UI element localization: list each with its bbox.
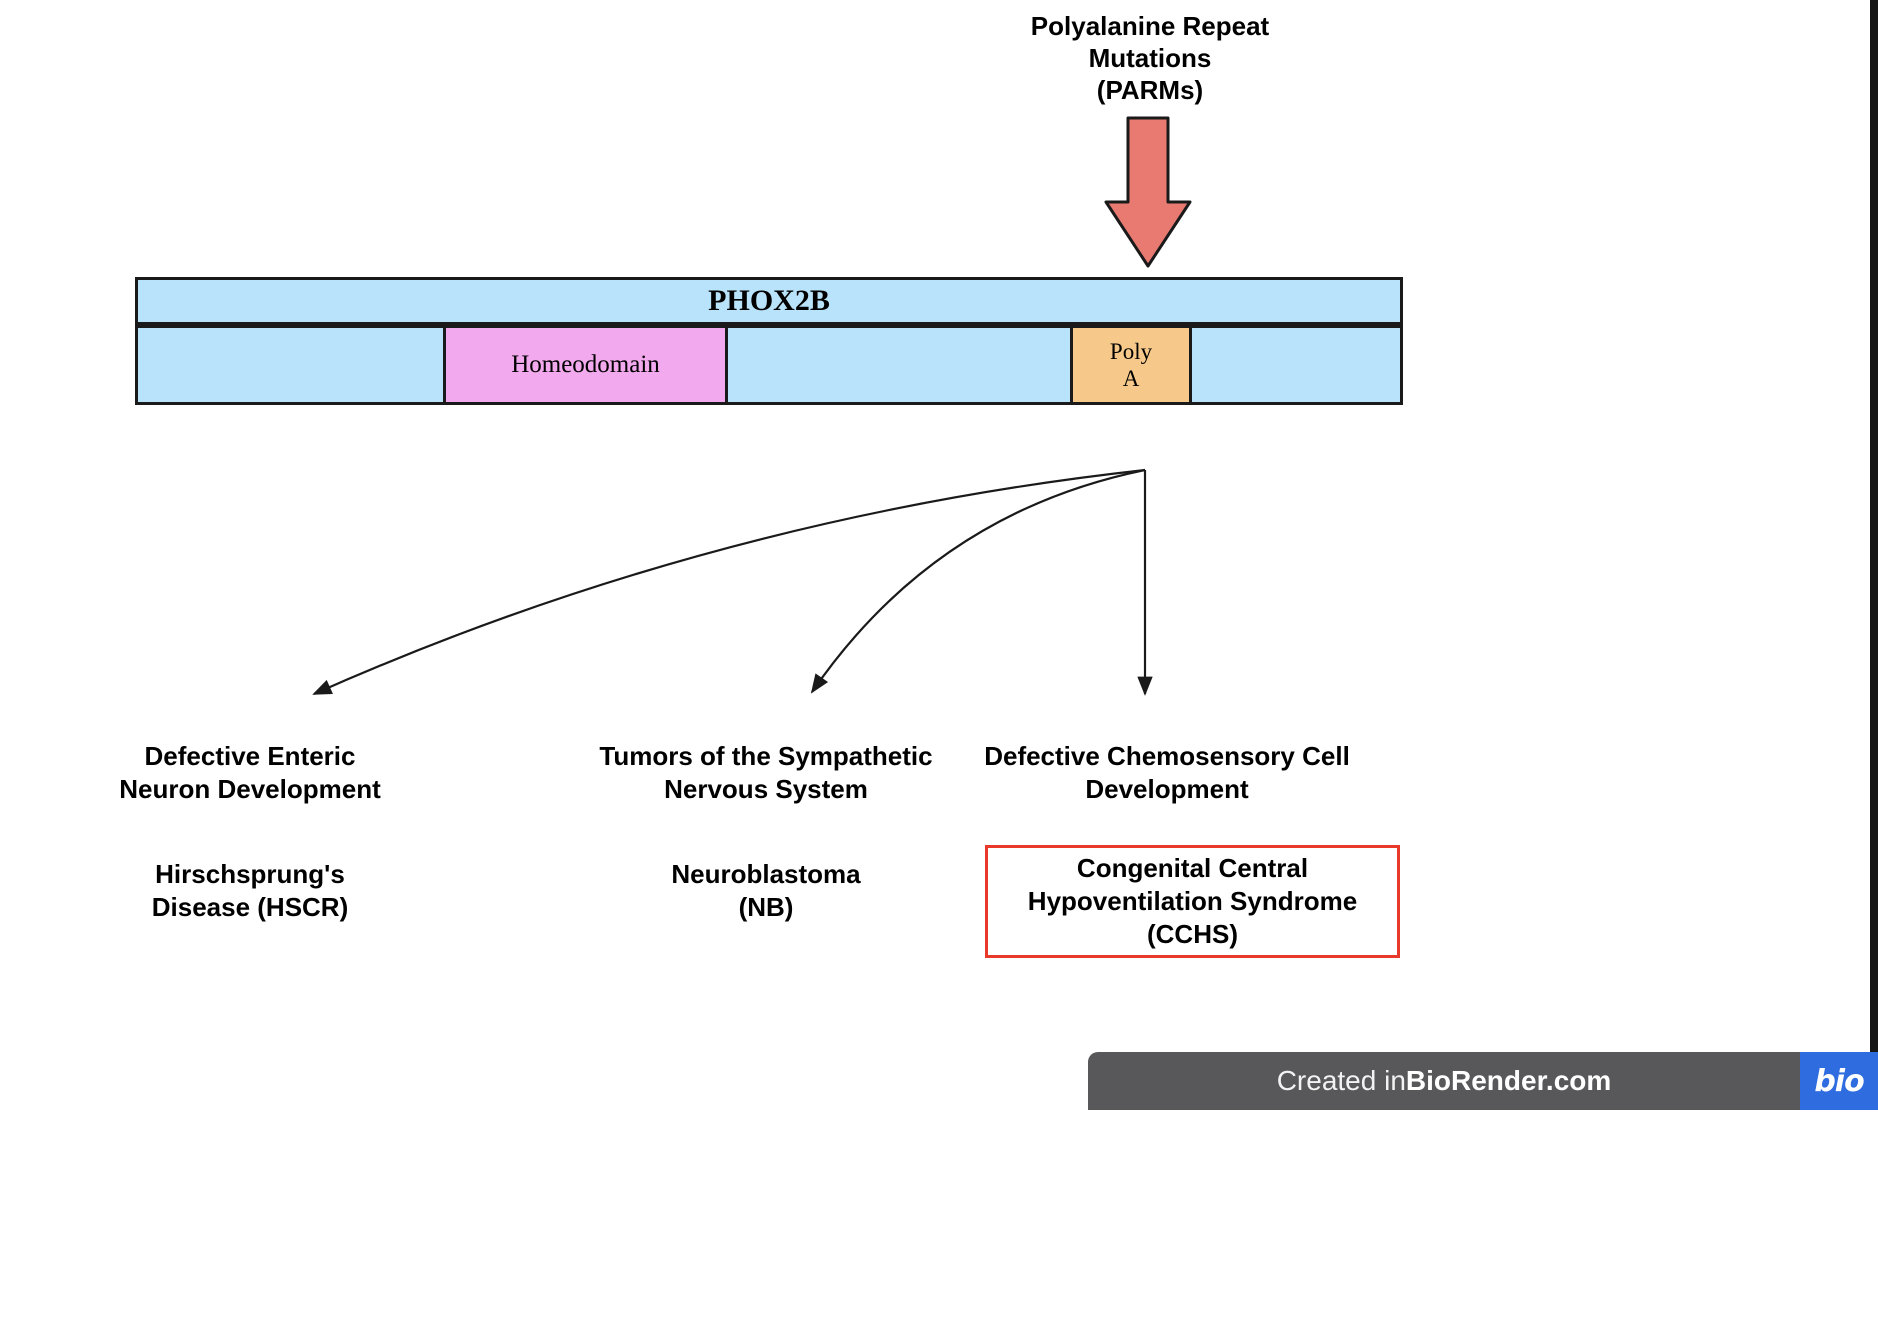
watermark-text[interactable]: Created in BioRender.com	[1088, 1052, 1800, 1110]
gene-structure-bar: Homeodomain Poly A	[135, 325, 1403, 405]
parm-mutations-label: Polyalanine Repeat Mutations (PARMs)	[1030, 11, 1270, 105]
polya-label: Poly A	[1109, 339, 1153, 391]
gene-title-bar: PHOX2B	[135, 277, 1403, 325]
mechanism-enteric-label: Defective Enteric Neuron Development	[119, 741, 381, 804]
biorender-logo-text: bio	[1814, 1063, 1864, 1099]
biorender-watermark[interactable]: Created in BioRender.com bio	[1088, 1052, 1878, 1110]
red-down-arrow-icon	[1104, 116, 1192, 268]
cchs-highlight-box: Congenital Central Hypoventilation Syndr…	[985, 845, 1400, 958]
watermark-prefix: Created in	[1276, 1065, 1406, 1096]
arrow-to-enteric	[312, 468, 1146, 696]
homeodomain-segment: Homeodomain	[443, 328, 728, 402]
arrow-to-tumors	[810, 468, 1146, 694]
fan-arrows	[312, 468, 1153, 696]
disease-hscr-label: Hirschsprung's Disease (HSCR)	[151, 859, 349, 922]
disease-cchs-label: Congenital Central Hypoventilation Syndr…	[1027, 853, 1358, 949]
polya-segment: Poly A	[1070, 328, 1192, 402]
right-edge-strip	[1870, 0, 1878, 1052]
biorender-logo-icon[interactable]: bio	[1800, 1052, 1878, 1110]
mechanism-tumors-label: Tumors of the Sympathetic Nervous System	[599, 741, 933, 804]
homeodomain-label: Homeodomain	[511, 351, 660, 378]
gene-title-label: PHOX2B	[708, 284, 830, 317]
mechanism-chemosensory-label: Defective Chemosensory Cell Development	[984, 741, 1350, 804]
disease-nb-label: Neuroblastoma (NB)	[671, 859, 861, 922]
watermark-brand: BioRender.com	[1405, 1065, 1612, 1096]
